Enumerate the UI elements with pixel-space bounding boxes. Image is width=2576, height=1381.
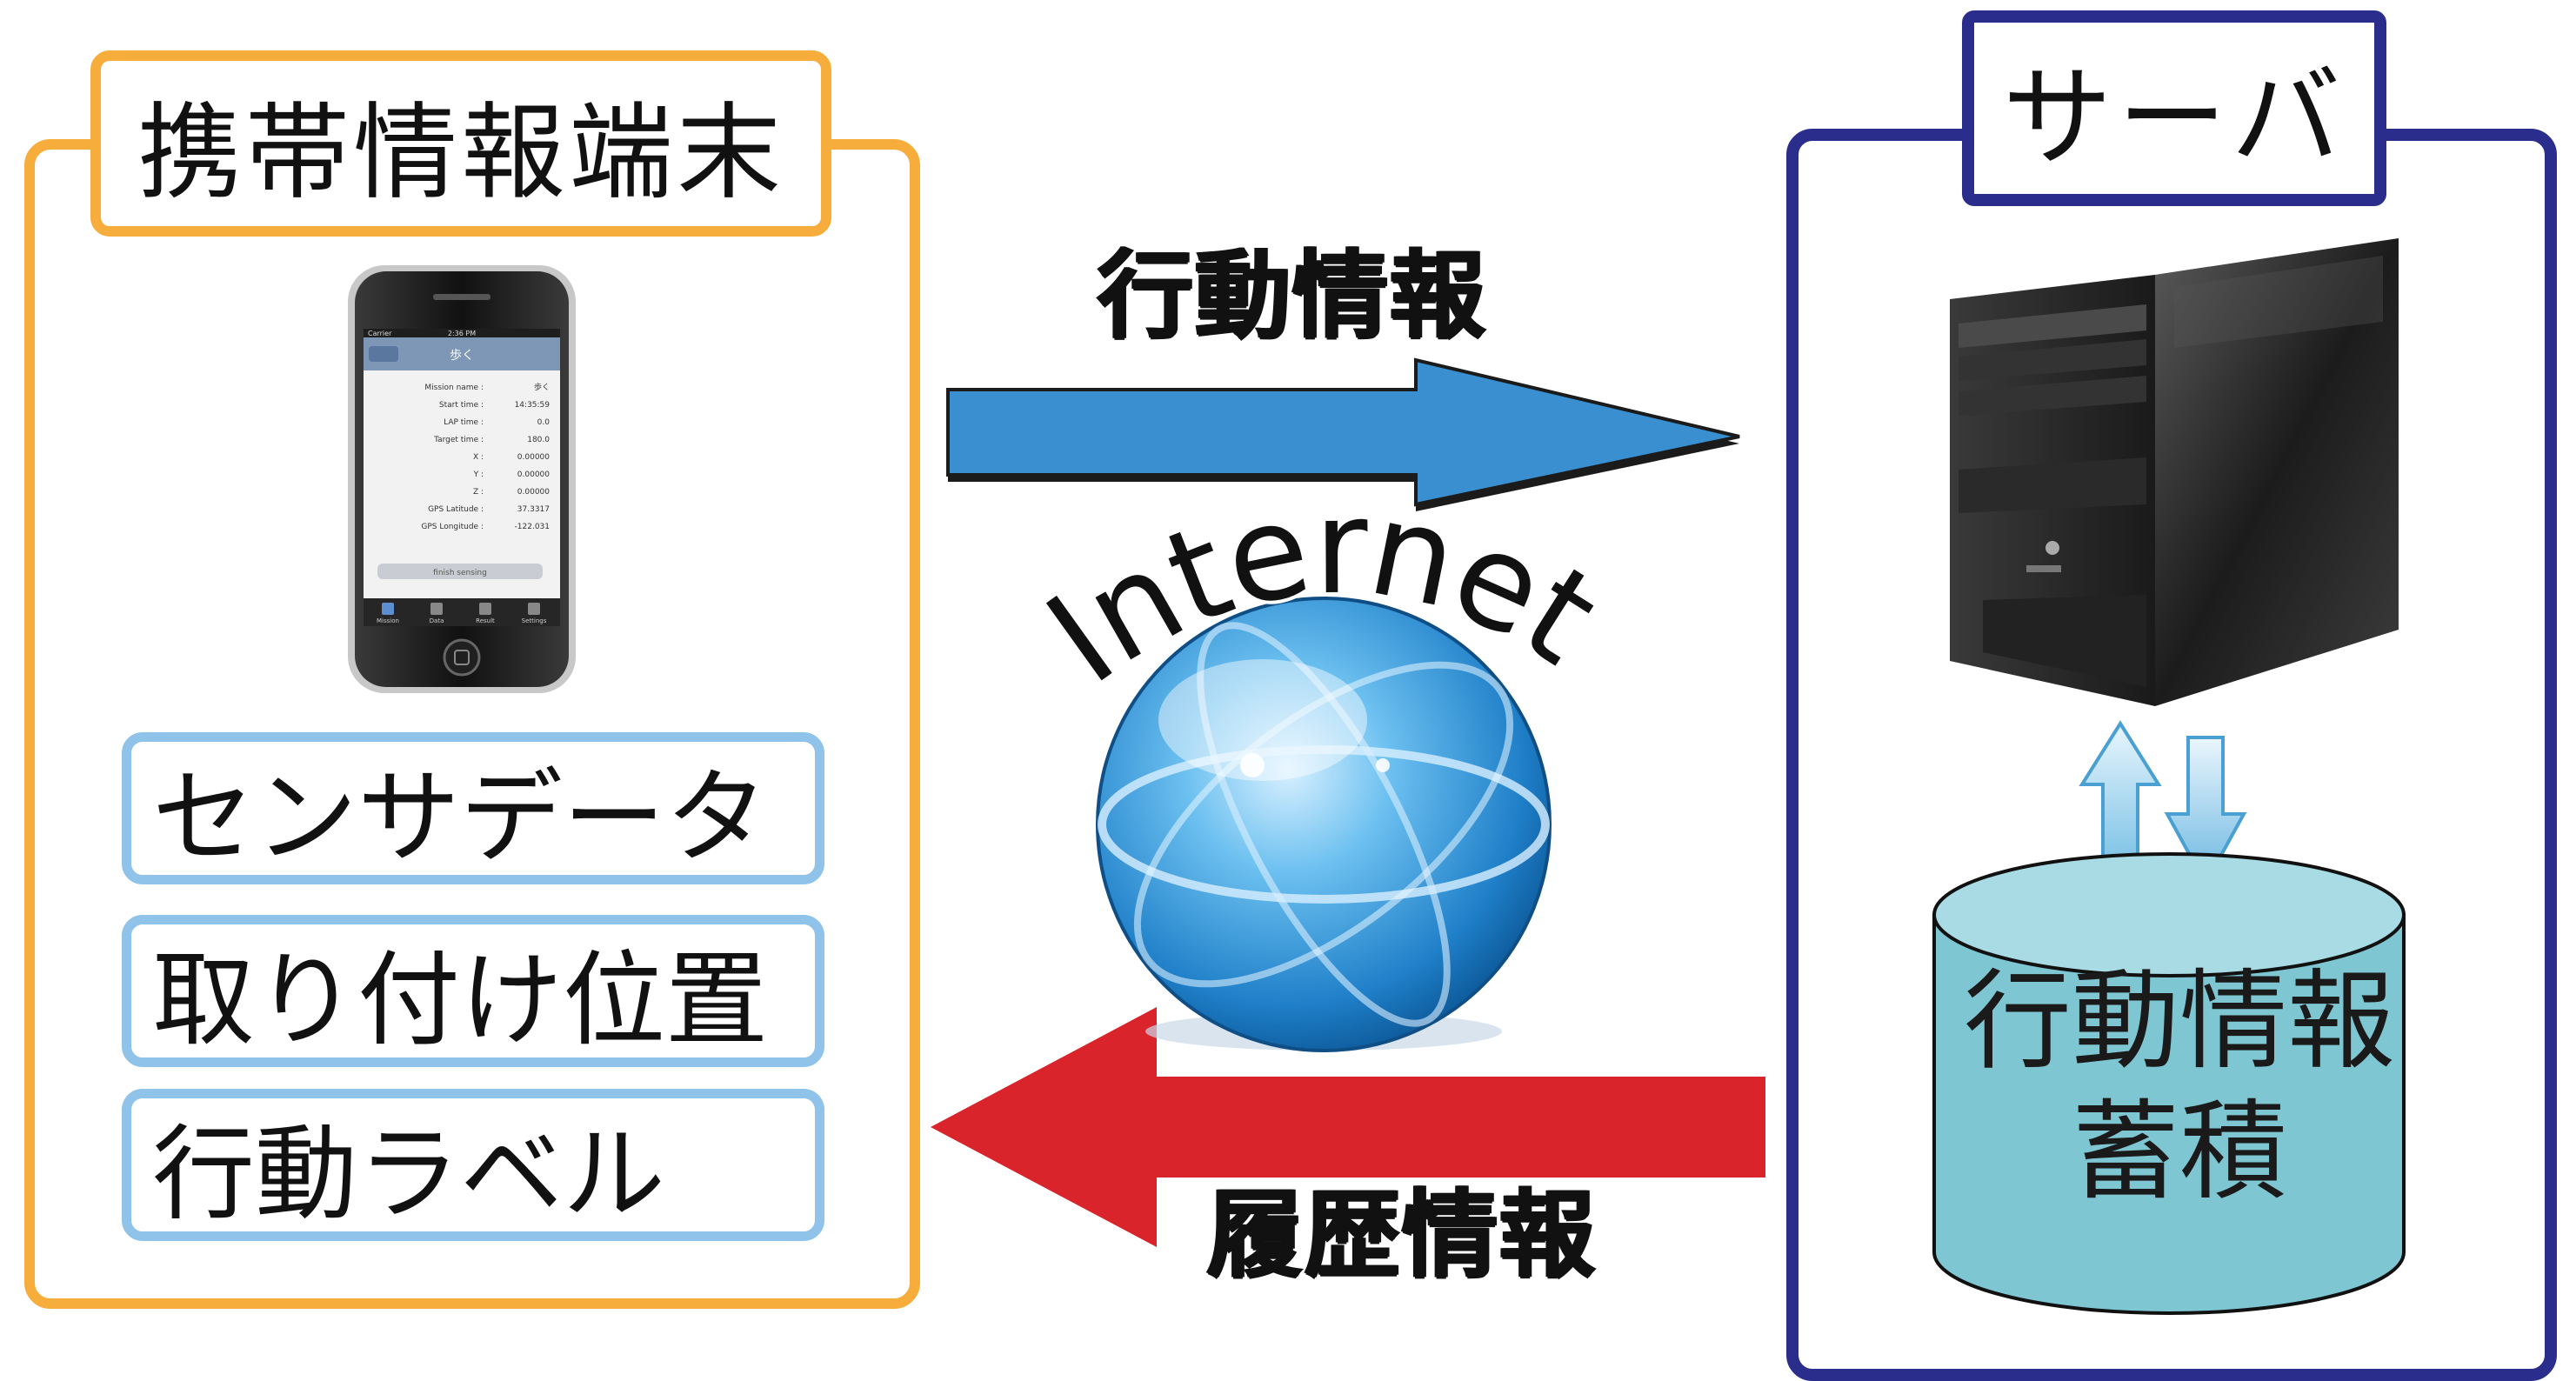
phone-row-value: 14:35:59: [515, 401, 551, 410]
database-label: 行動情報 蓄積: [1936, 957, 2423, 1218]
upload-arrow-body: [946, 357, 1740, 507]
phone-tab-label: Mission: [377, 617, 399, 624]
phone-row-label: Target time :: [433, 436, 484, 444]
down-arrow-icon: [2164, 736, 2247, 888]
phone-tab-icon: [528, 603, 540, 615]
phone-row-label: LAP time :: [444, 418, 484, 427]
phone-row-value: 37.3317: [517, 505, 550, 514]
server-tower-icon: [1950, 238, 2399, 706]
phone-row-label: Z :: [473, 488, 484, 497]
phone-finish-button-label: finish sensing: [433, 569, 487, 577]
feature-box-sensor-data: センサデータ: [122, 732, 824, 884]
feature-label: センサデータ: [152, 757, 769, 877]
phone-tab-icon: [382, 603, 394, 615]
feature-label: 行動ラベル: [152, 1114, 666, 1234]
phone-home-button: [443, 638, 481, 677]
phone-row-value: 0.00000: [517, 453, 550, 462]
phone-row-value: 180.0: [527, 436, 550, 444]
feature-box-mount-position: 取り付け位置: [122, 915, 824, 1067]
phone-row-value: -122.031: [515, 523, 550, 531]
feature-box-activity-label: 行動ラベル: [122, 1089, 824, 1241]
server-title: サーバ: [1962, 10, 2386, 206]
mobile-terminal-title: 携帯情報端末: [90, 50, 831, 237]
phone-status-carrier: Carrier: [368, 330, 392, 337]
globe-icon: [1096, 597, 1552, 1052]
phone-tab-label: Data: [430, 617, 444, 624]
phone-row-value: 0.00000: [517, 488, 550, 497]
phone-row-label: Y :: [473, 470, 484, 479]
feature-label: 取り付け位置: [152, 940, 769, 1060]
phone-tab-icon: [430, 603, 443, 615]
download-arrow: [931, 1007, 1765, 1247]
phone-row-label: Mission name :: [424, 384, 484, 392]
phone-finish-button: [377, 564, 543, 579]
phone-row-label: GPS Longitude :: [421, 523, 484, 531]
phone-status-time: 2:36 PM: [448, 330, 476, 337]
phone-row-label: GPS Latitude :: [428, 505, 484, 514]
database-cylinder-icon: [1932, 852, 2406, 1315]
phone-row-label: Start time :: [439, 401, 484, 410]
database-label-line: 蓄積: [2071, 1090, 2287, 1215]
download-arrow-label: 履歴情報: [1207, 1179, 1597, 1291]
database-label-line: 行動情報: [1963, 959, 2395, 1084]
up-arrow-icon: [2079, 720, 2162, 863]
phone-row-value: 歩く: [534, 382, 550, 392]
phone-tab-label: Result: [476, 617, 495, 624]
phone-row-label: X :: [473, 453, 484, 462]
phone-row-value: 0.0: [537, 418, 551, 427]
smartphone-icon: Carrier 2:36 PM 歩く Mission name : 歩く Start…: [348, 265, 576, 693]
phone-nav-title: 歩く: [450, 349, 474, 363]
upload-arrow-label: 行動情報: [1098, 240, 1487, 351]
phone-tab-icon: [479, 603, 491, 615]
phone-row-value: 0.00000: [517, 470, 550, 479]
phone-tab-label: Settings: [522, 617, 547, 624]
